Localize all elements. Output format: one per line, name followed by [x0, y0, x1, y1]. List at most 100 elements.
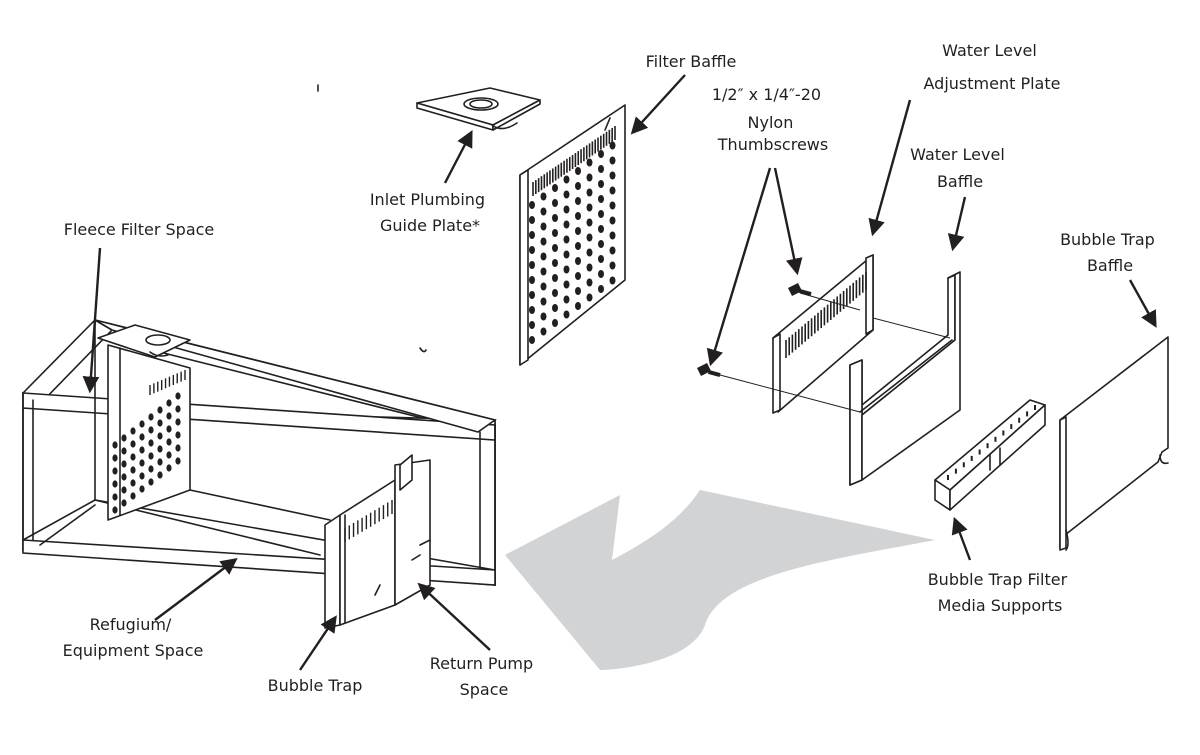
hole — [148, 452, 154, 460]
hole — [598, 225, 604, 233]
hole — [112, 454, 118, 462]
hole — [609, 246, 616, 255]
hole — [563, 250, 570, 259]
hole — [130, 479, 136, 487]
hole — [148, 465, 154, 473]
filter-baffle-slots — [532, 126, 616, 196]
water-level-adjustment-plate — [772, 254, 874, 414]
hole — [598, 210, 604, 218]
hole — [175, 431, 181, 439]
hole — [148, 478, 154, 486]
hole — [112, 467, 118, 475]
hole — [112, 493, 118, 501]
hole — [575, 182, 581, 190]
hole — [540, 327, 547, 336]
label-thumbscrews: 1/2″ x 1/4″-20 Nylon Thumbscrews — [712, 85, 828, 154]
hole — [529, 216, 535, 224]
hole — [586, 278, 593, 287]
hole — [586, 203, 593, 212]
hole — [166, 412, 172, 420]
hole — [148, 439, 154, 447]
hole — [157, 419, 163, 427]
hole — [598, 240, 604, 248]
hole — [121, 447, 127, 455]
label-return-pump-space: Return Pump Space — [430, 654, 539, 699]
hole — [552, 289, 558, 297]
hole — [175, 457, 181, 465]
hole — [529, 201, 535, 209]
hole — [563, 310, 570, 319]
hole — [586, 218, 593, 227]
hole — [540, 207, 547, 216]
hole — [139, 446, 145, 454]
hole — [575, 227, 581, 235]
hole — [175, 444, 181, 452]
hole — [121, 473, 127, 481]
hole — [609, 231, 616, 240]
hole — [575, 197, 581, 205]
hole — [609, 141, 616, 150]
hole — [529, 246, 535, 254]
bubble-trap-media-supports — [934, 399, 1046, 511]
inlet-plumbing-guide-plate — [416, 87, 541, 131]
hole — [529, 306, 535, 314]
hole — [586, 263, 593, 272]
hole — [529, 291, 535, 299]
hole — [540, 282, 547, 291]
hole — [112, 441, 118, 449]
hole — [529, 336, 535, 344]
hole — [598, 285, 604, 293]
hole — [552, 199, 558, 207]
hole — [121, 486, 127, 494]
hole — [157, 458, 163, 466]
hole — [130, 440, 136, 448]
label-bubble-trap-media-supports: Bubble Trap Filter Media Supports — [928, 570, 1073, 615]
label-water-level-adjustment-plate: Water Level Adjustment Plate — [924, 41, 1061, 93]
hole — [552, 274, 558, 282]
sump-tank — [21, 318, 497, 629]
hole — [148, 426, 154, 434]
hole — [575, 242, 581, 250]
label-bubble-trap: Bubble Trap — [268, 676, 363, 695]
hole — [540, 192, 547, 201]
hole — [552, 184, 558, 192]
hole — [157, 445, 163, 453]
hole — [121, 434, 127, 442]
hole — [598, 195, 604, 203]
label-refugium-equipment-space: Refugium/ Equipment Space — [63, 615, 204, 660]
hole — [609, 276, 616, 285]
hole — [130, 466, 136, 474]
hole — [552, 319, 558, 327]
hole — [609, 186, 616, 195]
hole — [575, 302, 581, 310]
label-inlet-plumbing-guide-plate: Inlet Plumbing Guide Plate* — [370, 190, 490, 235]
hole — [529, 261, 535, 269]
filter-baffle-holes — [529, 141, 616, 344]
hole — [586, 248, 593, 257]
hole — [166, 425, 172, 433]
hole — [175, 405, 181, 413]
hole — [112, 480, 118, 488]
hole — [552, 214, 558, 222]
hole — [130, 453, 136, 461]
hole — [130, 492, 136, 500]
hole — [139, 485, 145, 493]
hole — [166, 438, 172, 446]
label-filter-baffle: Filter Baffle — [646, 52, 737, 71]
hole — [563, 220, 570, 229]
hole — [598, 180, 604, 188]
hole — [121, 499, 127, 507]
labels: Filter Baffle Water Level Adjustment Pla… — [63, 41, 1155, 699]
hole — [575, 257, 581, 265]
hole — [552, 229, 558, 237]
hole — [563, 175, 570, 184]
hole — [166, 451, 172, 459]
hole — [157, 406, 163, 414]
hole — [609, 171, 616, 180]
hole — [175, 392, 181, 400]
hole — [563, 265, 570, 274]
hole — [540, 312, 547, 321]
label-water-level-baffle: Water Level Baffle — [910, 145, 1010, 191]
hole — [175, 418, 181, 426]
